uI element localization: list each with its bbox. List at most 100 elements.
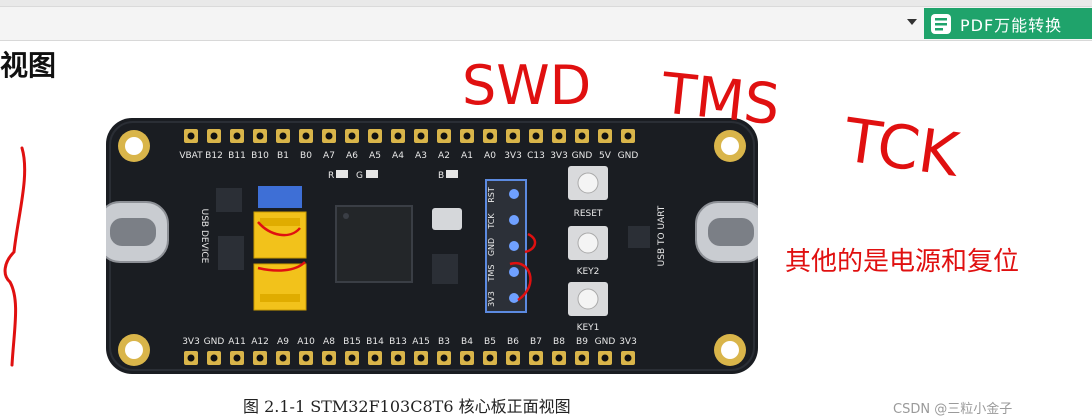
pin-hole-center xyxy=(210,354,218,362)
pin-hole-center xyxy=(532,354,540,362)
pin-hole-center xyxy=(348,354,356,362)
led-label-g: G xyxy=(356,171,363,181)
pin-hole-center xyxy=(325,354,333,362)
key2-button xyxy=(568,226,608,260)
figure-caption: 图 2.1-1 STM32F103C8T6 核心板正面视图 xyxy=(243,397,571,416)
pdf-convert-label: PDF万能转换 xyxy=(960,15,1063,35)
pin-hole-center xyxy=(394,354,402,362)
section-heading: 视图 xyxy=(0,49,57,82)
reset-button xyxy=(568,166,608,200)
top-pin-label: A6 xyxy=(346,151,358,161)
swd-pin-label: RST xyxy=(487,187,496,203)
pin-hole-center xyxy=(486,132,494,140)
top-pin-label: B1 xyxy=(277,151,289,161)
key1-label: KEY1 xyxy=(577,323,600,333)
mount-hole-bl xyxy=(118,334,150,366)
bottom-pin-label: A12 xyxy=(251,337,269,347)
pdf-convert-icon xyxy=(931,13,951,34)
bottom-pin-label: A9 xyxy=(277,337,289,347)
top-pin-label: C13 xyxy=(527,151,545,161)
ldo-chip xyxy=(218,236,244,270)
top-pin-label: 5V xyxy=(599,151,612,161)
pin-hole-center xyxy=(601,132,609,140)
mount-hole-tr xyxy=(714,130,746,162)
led-label-b: B xyxy=(438,171,444,181)
bottom-pin-label: B8 xyxy=(553,337,565,347)
pin-hole-center xyxy=(302,132,310,140)
pin-hole-center xyxy=(371,132,379,140)
bottom-pin-label: B14 xyxy=(366,337,384,347)
key1-button xyxy=(568,282,608,316)
pin-hole-center xyxy=(256,132,264,140)
pin-hole-center xyxy=(233,354,241,362)
bottom-pin-label: GND xyxy=(204,337,225,347)
pin-hole-center xyxy=(187,132,195,140)
pin-hole-center xyxy=(417,354,425,362)
top-pin-label: A7 xyxy=(323,151,335,161)
pin-hole-center xyxy=(463,132,471,140)
bottom-pin-label: GND xyxy=(595,337,616,347)
top-pin-label: 3V3 xyxy=(504,151,522,161)
top-pin-label: 3V3 xyxy=(550,151,568,161)
annotation-note: 其他的是电源和复位 xyxy=(785,247,1019,277)
bottom-pin-header xyxy=(184,351,635,365)
reset-label: RESET xyxy=(574,209,603,219)
pin-hole-center xyxy=(256,354,264,362)
left-brace-stroke xyxy=(3,146,27,367)
pin-hole-center xyxy=(532,132,540,140)
pin-hole-center xyxy=(578,132,586,140)
pin-hole-center xyxy=(578,354,586,362)
stm32-mcu-chip xyxy=(335,205,413,283)
pin-hole-center xyxy=(394,132,402,140)
pin-hole-center xyxy=(187,354,195,362)
pin-hole-center xyxy=(371,354,379,362)
top-pin-label: VBAT xyxy=(179,151,203,161)
top-pin-label: A1 xyxy=(461,151,473,161)
pin-hole-center xyxy=(440,132,448,140)
top-pin-label: A3 xyxy=(415,151,427,161)
pin-hole-center xyxy=(463,354,471,362)
swd-pin-label: 3V3 xyxy=(487,291,496,307)
pin-hole-center xyxy=(509,354,517,362)
uart-chip xyxy=(628,226,650,248)
usb-c-port-left xyxy=(106,201,169,263)
stm32-core-board: VBAT B12 B11 B10 B1 B0 A7 A6 A5 A4 A3 A2… xyxy=(106,118,758,374)
led-g xyxy=(366,170,378,178)
led-b xyxy=(446,170,458,178)
bottom-pin-label: B3 xyxy=(438,337,450,347)
bottom-pin-label: B13 xyxy=(389,337,407,347)
pin-hole-center xyxy=(279,354,287,362)
top-pin-label: B12 xyxy=(205,151,223,161)
pin-hole-center xyxy=(624,354,632,362)
pin-hole-center xyxy=(624,132,632,140)
mcu-pin1-dot xyxy=(343,213,349,219)
bottom-pin-label: B5 xyxy=(484,337,496,347)
bottom-pin-label: 3V3 xyxy=(182,337,200,347)
bottom-pin-label: B4 xyxy=(461,337,473,347)
csdn-watermark: CSDN @三粒小金子 xyxy=(893,402,1013,417)
pdf-convert-button[interactable]: PDF万能转换 xyxy=(924,8,1092,39)
bottom-pin-label: B15 xyxy=(343,337,361,347)
swd-pin-label: TMS xyxy=(487,265,496,283)
top-pin-label: GND xyxy=(618,151,639,161)
bottom-pin-label: A10 xyxy=(297,337,315,347)
bottom-pin-label: B7 xyxy=(530,337,542,347)
pin-hole-center xyxy=(555,132,563,140)
top-pin-label: A4 xyxy=(392,151,404,161)
pin-hole-center xyxy=(486,354,494,362)
toolbar-top-strip xyxy=(0,0,1092,7)
swd-pin-label: GND xyxy=(487,238,496,256)
chevron-down-icon[interactable] xyxy=(907,19,917,25)
pin-hole-center xyxy=(279,132,287,140)
bottom-pin-label: A15 xyxy=(412,337,430,347)
mount-hole-br xyxy=(714,334,746,366)
pin-hole-center xyxy=(417,132,425,140)
top-pin-label: B10 xyxy=(251,151,269,161)
pin-hole-center xyxy=(601,354,609,362)
pin-hole-center xyxy=(210,132,218,140)
top-pin-label: GND xyxy=(572,151,593,161)
usb-c-port-right xyxy=(695,201,758,263)
top-pin-label: A0 xyxy=(484,151,496,161)
regulator-chip xyxy=(216,188,242,212)
pin-hole-center xyxy=(509,132,517,140)
